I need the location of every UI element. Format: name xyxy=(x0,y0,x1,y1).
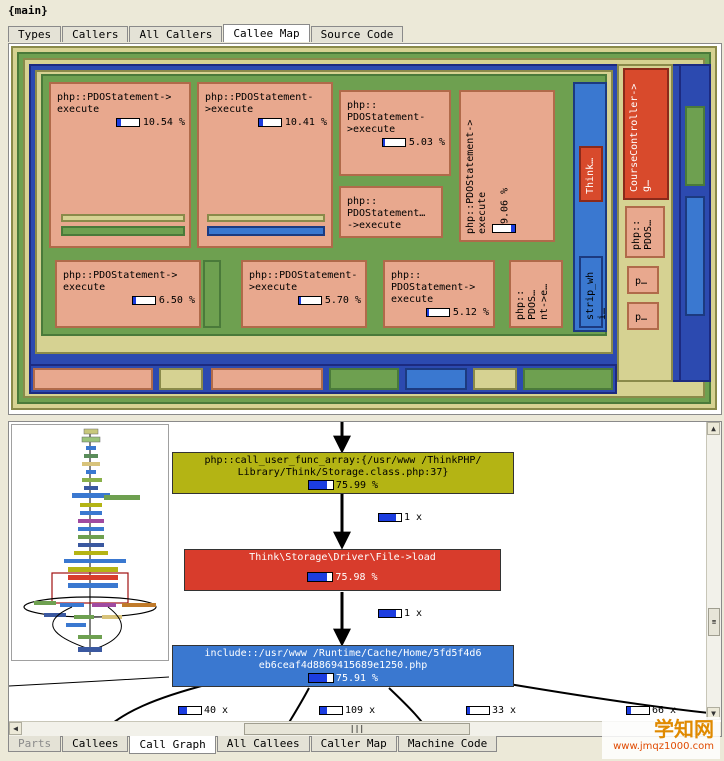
tab-machine-code[interactable]: Machine Code xyxy=(397,736,498,752)
vertical-scrollbar[interactable]: ▲ ≡ ▼ xyxy=(706,422,721,720)
treemap-label: strip_whi… xyxy=(585,271,608,320)
treemap-cell[interactable] xyxy=(211,368,323,390)
treemap-label: php:: PDOStatement… ->execute xyxy=(347,196,426,231)
treemap-frame[interactable] xyxy=(679,64,711,382)
node-label: include::/usr/www /Runtime/Cache/Home/5f… xyxy=(204,648,482,671)
edge-label-calls: 1 x xyxy=(378,608,422,619)
tab-source-code[interactable]: Source Code xyxy=(310,26,404,42)
treemap-label: CourseController->g… xyxy=(629,83,652,192)
edge-label-calls: 40 x xyxy=(178,705,228,716)
horizontal-scroll-thumb[interactable]: ||| xyxy=(244,723,470,735)
graph-overview-svg xyxy=(23,428,157,655)
tab-callees[interactable]: Callees xyxy=(62,736,129,752)
context-title: {main} xyxy=(8,4,48,17)
treemap-cell-course-controller[interactable]: CourseController->g… xyxy=(623,68,669,200)
edge-out-4 xyxy=(508,683,720,715)
treemap-cell[interactable] xyxy=(61,226,185,236)
node-label: php::call_user_func_array:{/usr/www /Thi… xyxy=(204,455,482,478)
treemap-cell-p[interactable]: p… xyxy=(627,266,659,294)
top-tab-bar: Types Callers All Callers Callee Map Sou… xyxy=(8,24,404,42)
treemap-cell[interactable] xyxy=(685,106,705,186)
treemap-label: p… xyxy=(635,276,648,287)
scroll-left-icon[interactable]: ◀ xyxy=(9,722,22,735)
edge-out-5 xyxy=(9,676,170,687)
treemap-cell-p[interactable]: p… xyxy=(627,302,659,330)
node-label: Think\Storage\Driver\File->load xyxy=(249,552,436,563)
treemap-cell-strip-whitespace[interactable]: strip_whi… xyxy=(579,256,608,328)
node-cost-bar xyxy=(307,572,334,582)
treemap-cell-pdo-execute[interactable]: php:: PDOS… nt->e… xyxy=(509,260,563,328)
bottom-tab-bar: Parts Callees Call Graph All Callees Cal… xyxy=(8,736,498,754)
tab-all-callers[interactable]: All Callers xyxy=(129,26,223,42)
scroll-up-icon[interactable]: ▲ xyxy=(707,422,720,435)
vertical-scroll-thumb[interactable]: ≡ xyxy=(708,608,720,636)
tab-types[interactable]: Types xyxy=(8,26,62,42)
tab-callee-map[interactable]: Callee Map xyxy=(223,24,310,42)
treemap-cell[interactable] xyxy=(523,368,613,390)
edge-label-calls: 109 x xyxy=(319,705,375,716)
watermark-url: www.jmqz1000.com xyxy=(613,741,714,752)
treemap-cell[interactable] xyxy=(207,226,325,236)
node-cost-bar xyxy=(307,673,334,683)
graph-overview[interactable] xyxy=(11,424,169,661)
node-cost: 75.91 % xyxy=(335,673,379,684)
edge-label-calls: 66 x xyxy=(626,705,676,716)
horizontal-scrollbar[interactable]: ◀ ||| ▶ xyxy=(9,721,707,736)
call-graph-panel: php::call_user_func_array:{/usr/www /Thi… xyxy=(8,421,722,737)
edge-label-calls: 1 x xyxy=(378,512,422,523)
treemap-label: php:: PDOS… xyxy=(631,219,654,250)
treemap-cell[interactable] xyxy=(207,214,325,222)
graph-node-file-load[interactable]: Think\Storage\Driver\File->load 75.98 % xyxy=(184,549,501,591)
call-graph-edges xyxy=(9,422,720,736)
tab-callers[interactable]: Callers xyxy=(62,26,129,42)
treemap-cell[interactable] xyxy=(329,368,399,390)
treemap-label: Think… xyxy=(585,157,596,194)
treemap-cell[interactable] xyxy=(33,368,153,390)
graph-node-include-runtime-cache[interactable]: include::/usr/www /Runtime/Cache/Home/5f… xyxy=(172,645,514,687)
tab-parts[interactable]: Parts xyxy=(8,736,62,752)
graph-node-call-user-func-array[interactable]: php::call_user_func_array:{/usr/www /Thi… xyxy=(172,452,514,494)
tab-call-graph[interactable]: Call Graph xyxy=(129,736,216,754)
treemap-cell-pdo[interactable]: php:: PDOS… xyxy=(625,206,665,258)
node-cost: 75.99 % xyxy=(335,480,379,491)
tab-all-callees[interactable]: All Callees xyxy=(216,736,310,752)
edge-label-calls: 33 x xyxy=(466,705,516,716)
treemap-label: p… xyxy=(635,312,648,323)
treemap-cell[interactable] xyxy=(473,368,517,390)
treemap-cell-pdo-execute[interactable]: php:: PDOStatement… ->execute xyxy=(339,186,443,238)
watermark-logo-text: 学知网 xyxy=(654,717,714,741)
treemap-cell-think[interactable]: Think… xyxy=(579,146,603,202)
node-cost: 75.98 % xyxy=(335,572,378,583)
tab-caller-map[interactable]: Caller Map xyxy=(310,736,397,752)
treemap-cell[interactable] xyxy=(405,368,467,390)
treemap-cell[interactable] xyxy=(685,196,705,316)
treemap-cell[interactable] xyxy=(159,368,203,390)
treemap-label: php:: PDOS… nt->e… xyxy=(515,283,550,320)
treemap-cell[interactable] xyxy=(203,260,221,328)
node-cost-bar xyxy=(307,480,334,490)
treemap-cell[interactable] xyxy=(61,214,185,222)
site-watermark: 学知网 www.jmqz1000.com xyxy=(602,717,720,759)
